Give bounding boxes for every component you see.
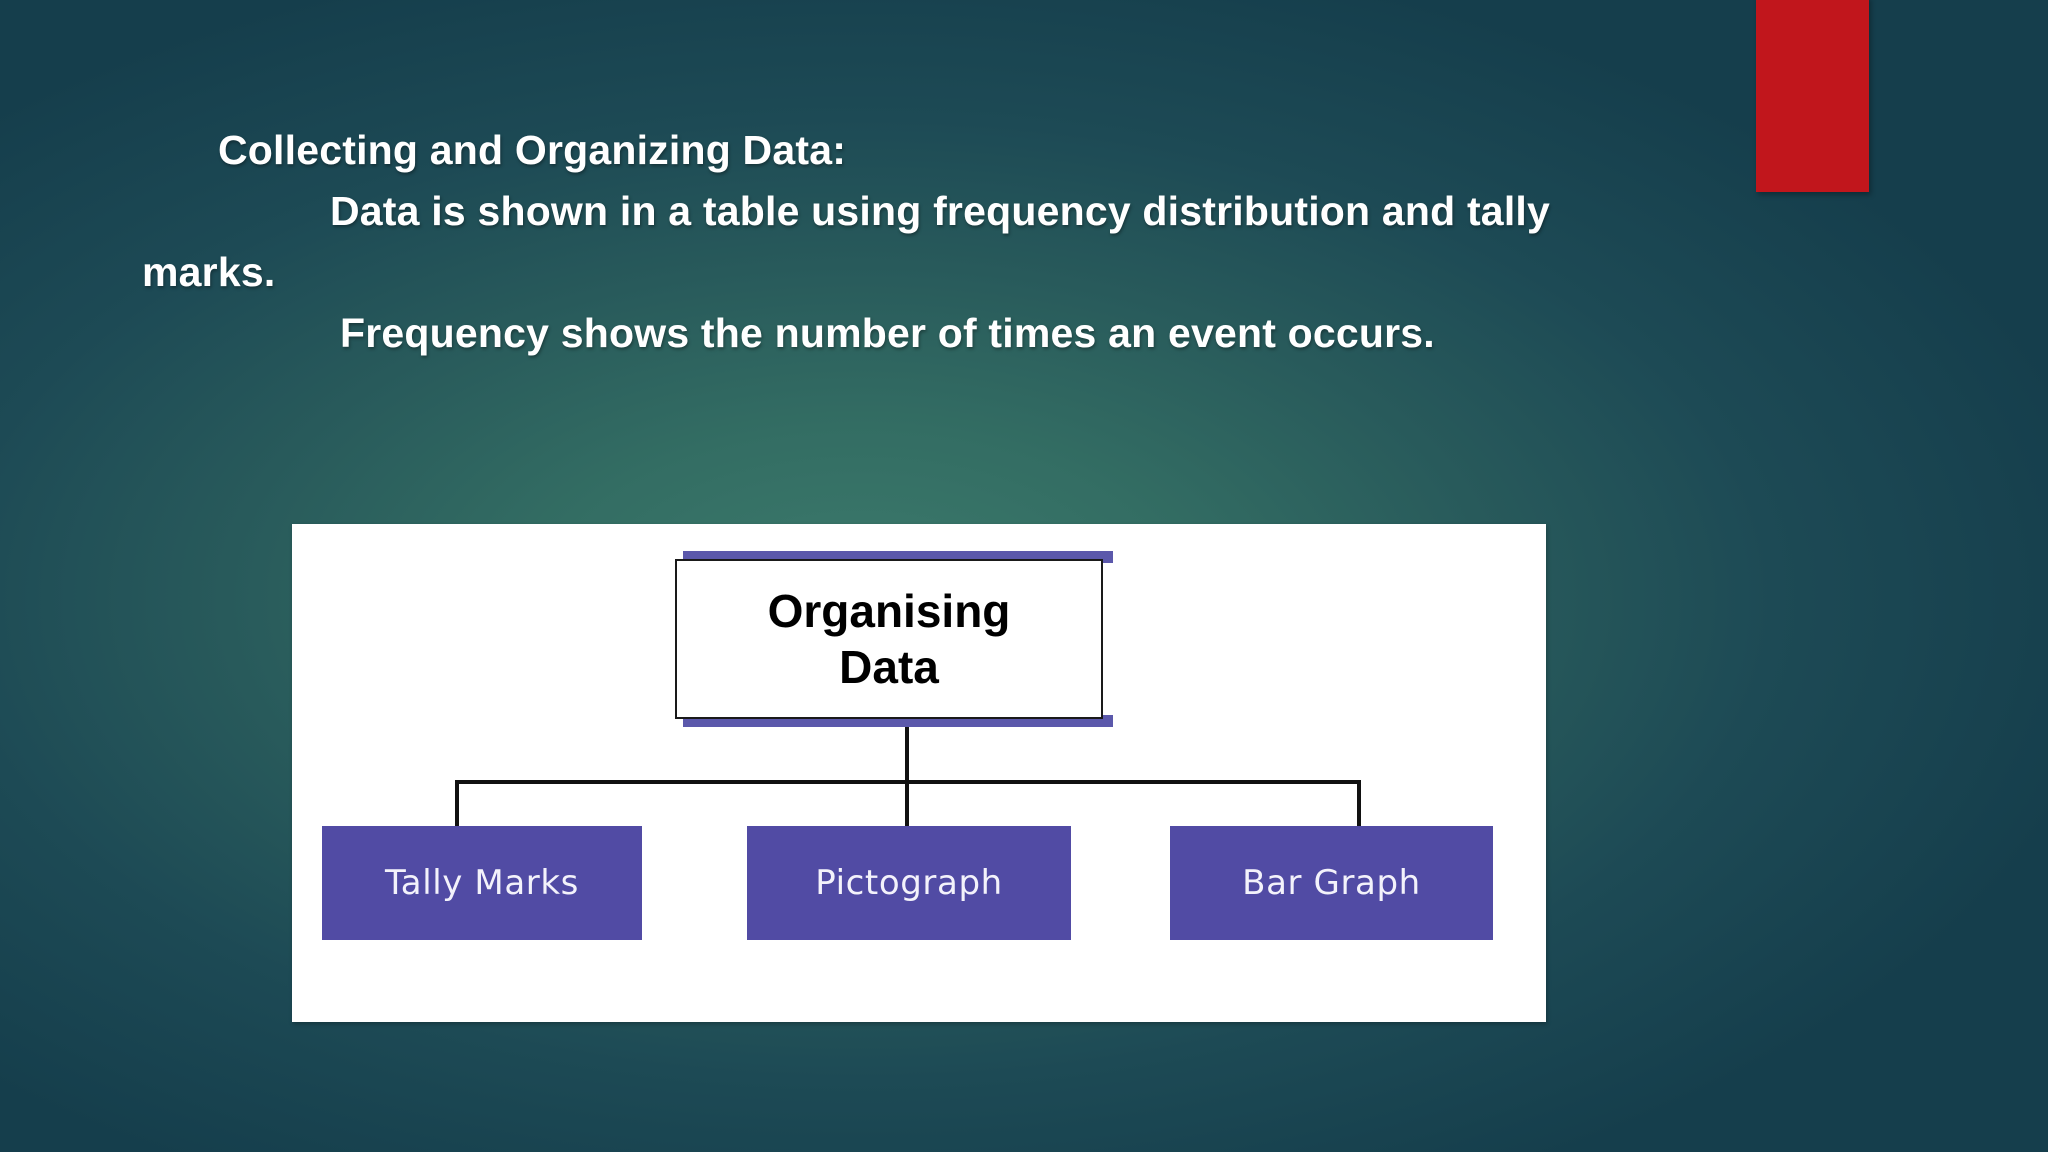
leaf-node-label-bar-graph: Bar Graph	[1242, 863, 1421, 903]
leaf-node-label-tally-marks: Tally Marks	[385, 863, 579, 903]
connector-drop-tally-marks	[455, 780, 459, 828]
root-node-label: Organising Data	[767, 585, 1011, 693]
text-line-marks: marks.	[142, 249, 276, 295]
slide-text-block: Collecting and Organizing Data: Data is …	[0, 120, 2048, 364]
connector-stem-vertical	[905, 727, 909, 783]
text-line-data-is-shown: Data is shown in a table using frequency…	[330, 188, 1550, 234]
connector-drop-pictograph	[905, 780, 909, 828]
heading-collecting-organizing-data: Collecting and Organizing Data:	[218, 127, 847, 173]
root-node-organising-data: Organising Data	[675, 559, 1103, 719]
red-accent-block	[1756, 0, 1869, 192]
connector-drop-bar-graph	[1357, 780, 1361, 828]
organising-data-diagram-panel: Organising Data Tally Marks Pictograph B…	[292, 524, 1546, 1022]
leaf-node-bar-graph: Bar Graph	[1170, 826, 1493, 940]
leaf-node-tally-marks: Tally Marks	[322, 826, 642, 940]
root-node-group: Organising Data	[675, 551, 1113, 727]
text-line-frequency-shows: Frequency shows the number of times an e…	[340, 310, 1435, 356]
leaf-node-pictograph: Pictograph	[747, 826, 1071, 940]
leaf-node-label-pictograph: Pictograph	[815, 863, 1003, 903]
